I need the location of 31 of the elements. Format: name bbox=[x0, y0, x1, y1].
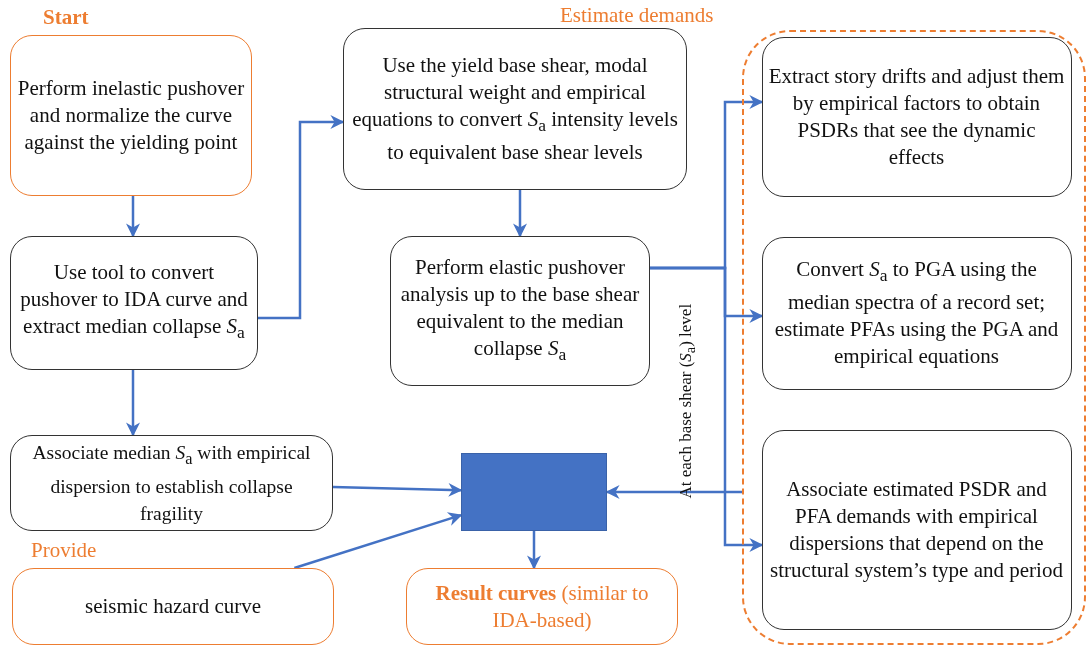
step-text: Perform elastic pushover analysis up to the base shear equivalent to the median collapse S$_{a}$ bbox=[399, 253, 641, 367]
step-text: Associate median S$_{a}$ with empirical dispersion to establish collapse fragility bbox=[31, 441, 312, 526]
step-text: Convert S$_{a}$ to PGA using the median spectra of a record set; estimate PFAs using the PGA and empirical equations bbox=[773, 255, 1060, 371]
arrow bbox=[126, 196, 140, 238]
section-heading: Provide bbox=[31, 539, 97, 561]
step-text: Perform inelastic pushover and normalize the curve against the yielding point bbox=[16, 75, 246, 156]
arrow bbox=[650, 266, 764, 552]
process-box bbox=[761, 236, 1072, 390]
arrow bbox=[605, 485, 742, 499]
arrow bbox=[126, 370, 140, 437]
process-box bbox=[761, 36, 1072, 197]
step-text: Extract story drifts and adjust them by empirical factors to obtain PSDRs that see the dynamic effects bbox=[767, 62, 1066, 171]
process-box bbox=[343, 28, 687, 190]
process-box bbox=[761, 429, 1072, 630]
section-heading: Estimate demands bbox=[560, 4, 714, 26]
step-text: Use the yield base shear, modal structural weight and empirical equations to convert S$_{a}$ intensity levels to equivalent base shear levels bbox=[351, 51, 679, 167]
arrow bbox=[258, 115, 345, 320]
arrow bbox=[513, 190, 527, 238]
arrow bbox=[294, 512, 463, 570]
process-box bbox=[390, 236, 650, 386]
section-heading: Start bbox=[43, 6, 89, 28]
step-text: Associate estimated PSDR and PFA demands with empirical dispersions that depend on the structural system’s type and period bbox=[769, 475, 1064, 584]
step-text: Result curves (similar to IDA-based) bbox=[434, 579, 650, 634]
arrow bbox=[527, 531, 541, 570]
step-text: seismic hazard curve bbox=[83, 593, 263, 620]
process-box bbox=[10, 435, 333, 531]
arrow bbox=[332, 482, 463, 497]
process-box bbox=[10, 236, 258, 370]
process-box bbox=[461, 453, 607, 531]
step-text: Use tool to convert pushover to IDA curve and extract median collapse S$_{a}$ bbox=[19, 259, 249, 345]
process-box bbox=[406, 568, 678, 645]
